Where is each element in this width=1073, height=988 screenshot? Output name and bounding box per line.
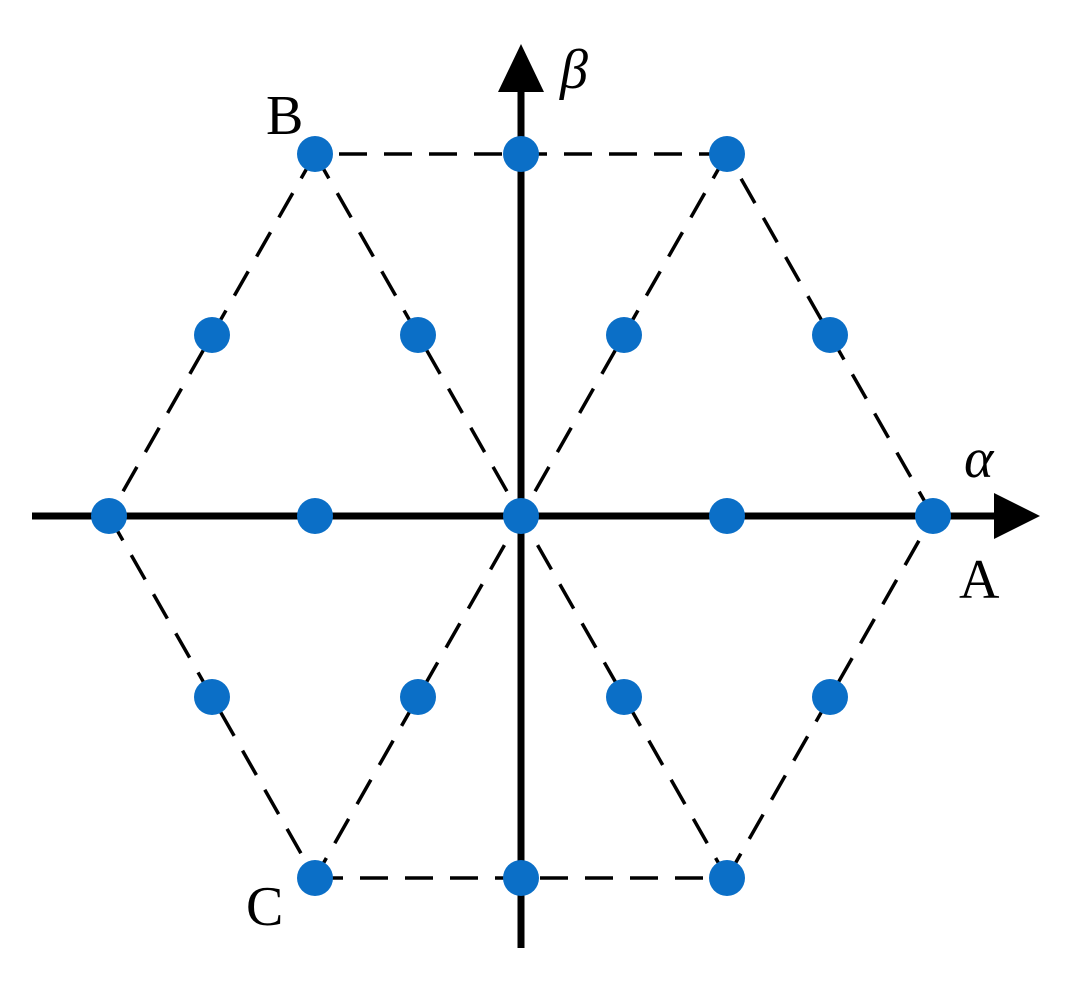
vector-point-13 (194, 679, 230, 715)
alpha-label: α (964, 428, 995, 490)
axes-group (32, 44, 1040, 948)
alpha-axis-arrow-icon (994, 493, 1040, 539)
vector-point-2 (503, 136, 539, 172)
vector-point-6 (606, 317, 642, 353)
vertex-label-b: B (266, 85, 303, 147)
hexagon-edge-4 (107, 515, 317, 879)
hexagon-edge-3 (107, 153, 317, 517)
vector-point-8 (91, 498, 127, 534)
vector-point-17 (297, 860, 333, 896)
vector-point-10 (503, 498, 539, 534)
vector-point-3 (709, 136, 745, 172)
vector-point-4 (194, 317, 230, 353)
vector-point-19 (709, 860, 745, 896)
vector-point-7 (812, 317, 848, 353)
vector-point-18 (503, 860, 539, 896)
beta-label: β (559, 39, 588, 101)
beta-axis-arrow-icon (498, 44, 544, 92)
vector-point-15 (606, 679, 642, 715)
hexagon-edge-1 (725, 153, 935, 517)
vector-point-12 (915, 498, 951, 534)
vector-point-16 (812, 679, 848, 715)
hexagon-edge-6 (725, 515, 935, 879)
vertex-label-a: A (959, 549, 1000, 611)
vector-point-1 (297, 136, 333, 172)
vector-point-11 (709, 498, 745, 534)
vector-point-5 (400, 317, 436, 353)
vector-points (91, 136, 951, 896)
vertex-label-c: C (246, 876, 283, 938)
vector-point-9 (297, 498, 333, 534)
vector-point-14 (400, 679, 436, 715)
